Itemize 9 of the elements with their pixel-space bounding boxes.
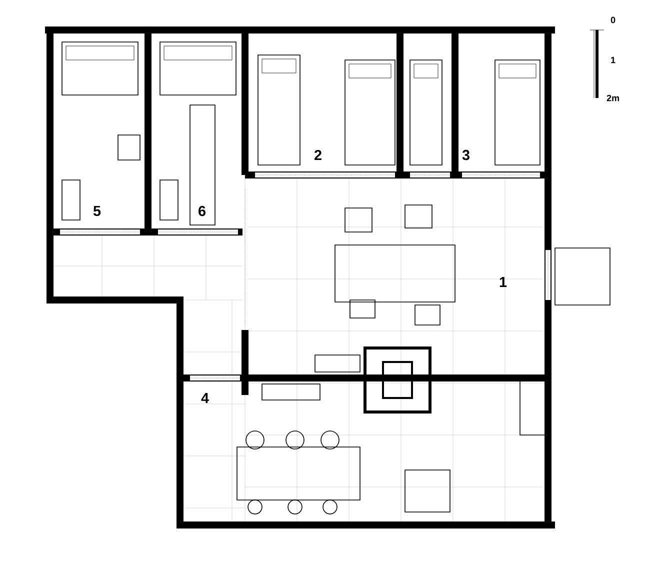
room-number: 3: [462, 150, 470, 160]
room-number: 2: [314, 150, 322, 160]
scale-label: 0: [610, 16, 616, 24]
room-number: 6: [198, 206, 206, 216]
room-number: 5: [93, 206, 101, 216]
room-number: 1: [500, 277, 507, 287]
room-number: 4: [201, 393, 209, 403]
scale-label: 2m: [606, 94, 619, 102]
scale-label: 1: [611, 56, 616, 64]
